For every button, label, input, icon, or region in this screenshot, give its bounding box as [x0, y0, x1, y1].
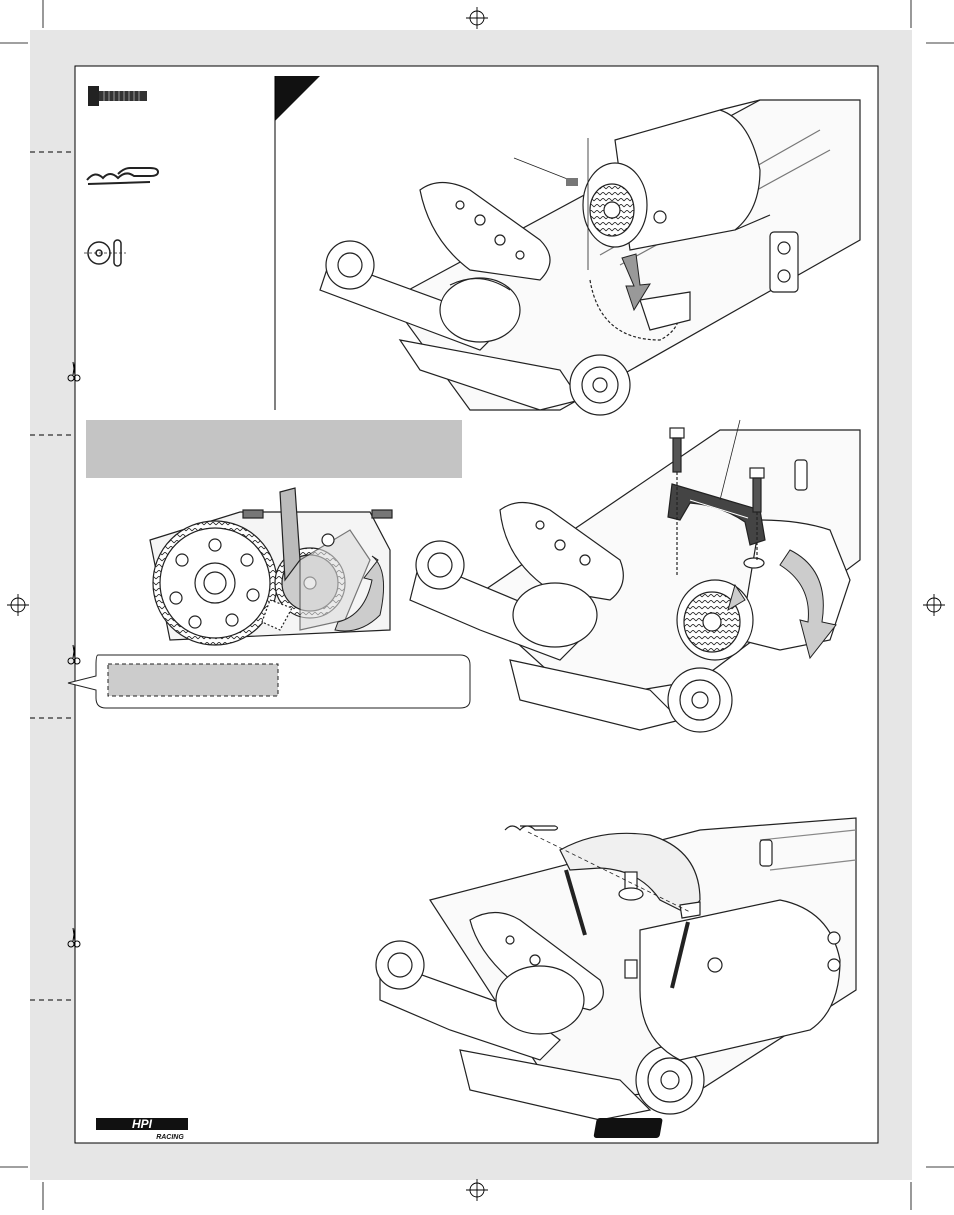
chassis-assembly-step2	[409, 419, 861, 733]
racing-logo-text: RACING	[156, 1134, 184, 1141]
rotation-arrow-icon	[334, 555, 385, 632]
gear-mesh-diagram	[149, 487, 393, 646]
cut-line	[30, 151, 76, 1001]
parts-list	[84, 86, 160, 267]
mesh-note-highlight	[107, 663, 279, 697]
washer-icon	[84, 239, 126, 267]
scissors-icon	[67, 361, 81, 948]
gear-callout-box	[86, 420, 462, 478]
cup-racer-logo: CUP RACER	[593, 1118, 851, 1138]
step-marker	[275, 76, 320, 121]
chassis-assembly-step3	[375, 817, 857, 1121]
chassis-assembly-step1	[319, 99, 861, 416]
cup-racer-logo-text: CUP RACER	[780, 1122, 851, 1136]
hpi-racing-logo: HPI RACING	[96, 1117, 188, 1141]
callout-lines	[513, 138, 589, 270]
pinion-marker	[566, 178, 578, 186]
rotation-arrow-icon	[727, 549, 837, 660]
screw-icon	[88, 86, 147, 106]
registration-mark-icon	[7, 7, 945, 1201]
hpi-logo-text: HPI	[132, 1117, 153, 1131]
install-arrow-icon	[621, 253, 651, 312]
body-clip-icon	[86, 167, 160, 185]
